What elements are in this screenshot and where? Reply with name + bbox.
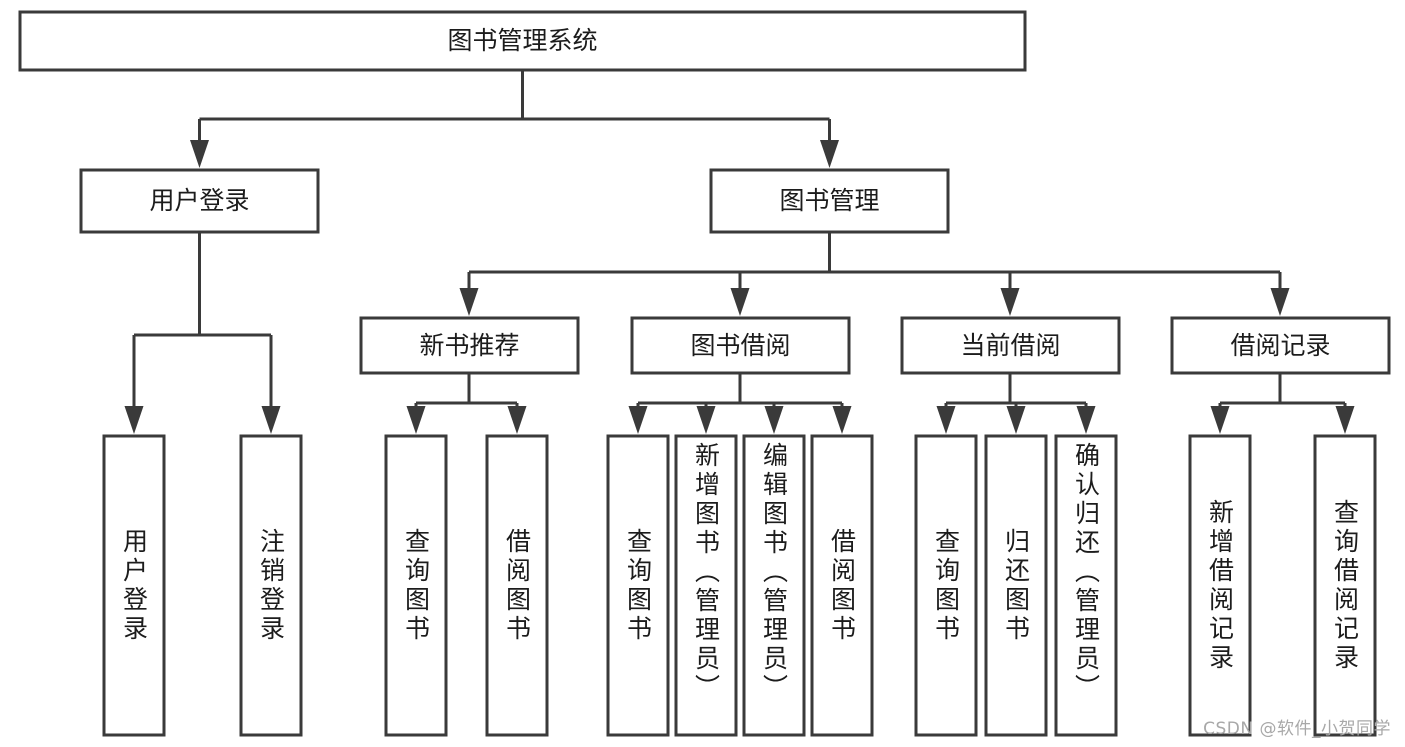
node-book-management[interactable]: 图书管理 (709, 168, 950, 234)
arrow-head-current-borrow (1000, 288, 1020, 316)
arrow-head-return-books (1006, 406, 1026, 434)
connector-group-book-management (459, 232, 1290, 316)
watermark-label: CSDN @软件_小贺同学 (1203, 719, 1391, 739)
arrow-head-new-book-recommend (459, 288, 479, 316)
connector-group-user-login (124, 232, 281, 434)
node-new-book-recommend-label: 新书推荐 (419, 331, 519, 360)
arrow-head-user-login-do (124, 406, 144, 434)
node-borrow-books-1-rect[interactable] (485, 434, 549, 737)
arrow-head-book-management (820, 140, 839, 168)
arrow-head-query-books-3 (936, 406, 956, 434)
node-current-borrow-rect[interactable] (900, 316, 1121, 375)
node-root-rect[interactable] (18, 10, 1027, 72)
connector-group-book-borrow (628, 373, 852, 434)
node-book-borrow-rect[interactable] (630, 316, 851, 375)
node-add-book-admin-rect[interactable] (674, 434, 738, 737)
node-current-borrow[interactable]: 当前借阅 (900, 316, 1121, 375)
arrow-head-query-books-2 (628, 406, 648, 434)
arrow-head-borrow-records (1270, 288, 1290, 316)
arrow-head-user-logout (261, 406, 281, 434)
node-user-login[interactable]: 用户登录 (79, 168, 320, 234)
arrow-head-user-login (190, 140, 209, 168)
node-book-borrow[interactable]: 图书借阅 (630, 316, 851, 375)
node-user-logout-rect[interactable] (239, 434, 303, 737)
connector-group-new-book-recommend (406, 373, 527, 434)
node-user-login-rect[interactable] (79, 168, 320, 234)
connector-group-root (190, 70, 839, 168)
node-book-management-label: 图书管理 (779, 186, 879, 215)
arrow-head-borrow-books-2 (832, 406, 852, 434)
node-query-books-2-rect[interactable] (606, 434, 670, 737)
arrow-head-edit-book-admin (764, 406, 784, 434)
node-confirm-return-admin-rect[interactable] (1054, 434, 1118, 737)
arrow-head-query-borrow-record (1335, 406, 1355, 434)
node-book-borrow-label: 图书借阅 (690, 331, 790, 360)
node-borrow-records[interactable]: 借阅记录 (1170, 316, 1391, 375)
node-user-login-label: 用户登录 (149, 186, 249, 215)
node-edit-book-admin-rect[interactable] (742, 434, 806, 737)
arrow-head-book-borrow (730, 288, 750, 316)
node-borrow-books-2-rect[interactable] (810, 434, 874, 737)
arrow-head-borrow-books-1 (507, 406, 527, 434)
node-query-books-3-rect[interactable] (914, 434, 978, 737)
node-query-borrow-record-rect[interactable] (1313, 434, 1377, 737)
node-root-label: 图书管理系统 (447, 26, 597, 55)
node-root[interactable]: 图书管理系统 (18, 10, 1027, 72)
node-current-borrow-label: 当前借阅 (960, 331, 1060, 360)
arrow-head-add-book-admin (696, 406, 716, 434)
connector-group-current-borrow (936, 373, 1096, 434)
arrow-head-add-borrow-record (1210, 406, 1230, 434)
arrow-head-confirm-return-admin (1076, 406, 1096, 434)
node-new-book-recommend-rect[interactable] (359, 316, 580, 375)
node-query-books-1-rect[interactable] (384, 434, 448, 737)
node-user-login-do-rect[interactable] (102, 434, 166, 737)
node-add-borrow-record-rect[interactable] (1188, 434, 1252, 737)
connector-group-borrow-records (1210, 373, 1355, 434)
node-borrow-records-label: 借阅记录 (1230, 331, 1330, 360)
node-book-management-rect[interactable] (709, 168, 950, 234)
arrow-head-query-books-1 (406, 406, 426, 434)
node-borrow-records-rect[interactable] (1170, 316, 1391, 375)
node-new-book-recommend[interactable]: 新书推荐 (359, 316, 580, 375)
node-return-books-rect[interactable] (984, 434, 1048, 737)
